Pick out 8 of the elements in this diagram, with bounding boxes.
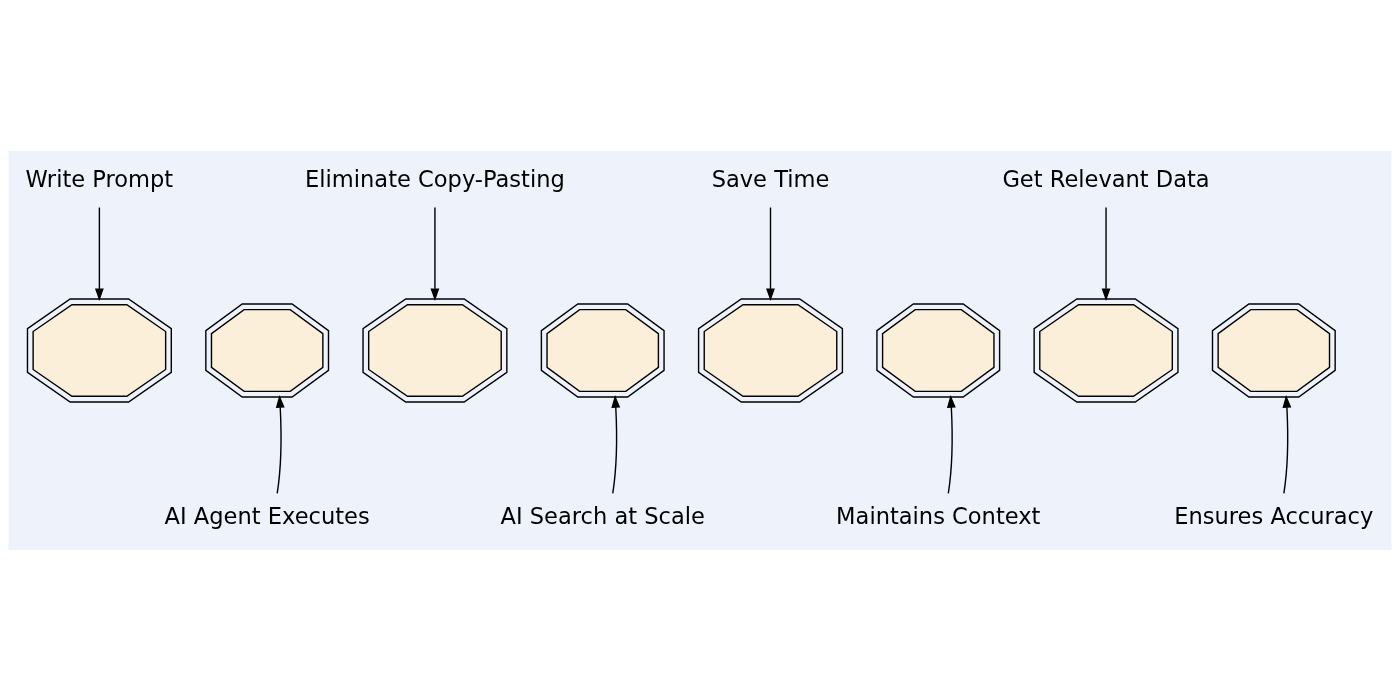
node-text: Get Relevant Data xyxy=(1002,165,1210,192)
node-text: Ensures Accuracy xyxy=(1174,502,1374,529)
node-text: AI Search at Scale xyxy=(500,502,705,529)
node-text: Maintains Context xyxy=(836,502,1041,529)
node-text: AI Agent Executes xyxy=(164,502,370,529)
node-text: Save Time xyxy=(711,165,830,192)
node-text: Write Prompt xyxy=(25,165,174,192)
node-text: Eliminate Copy-Pasting xyxy=(305,165,565,192)
